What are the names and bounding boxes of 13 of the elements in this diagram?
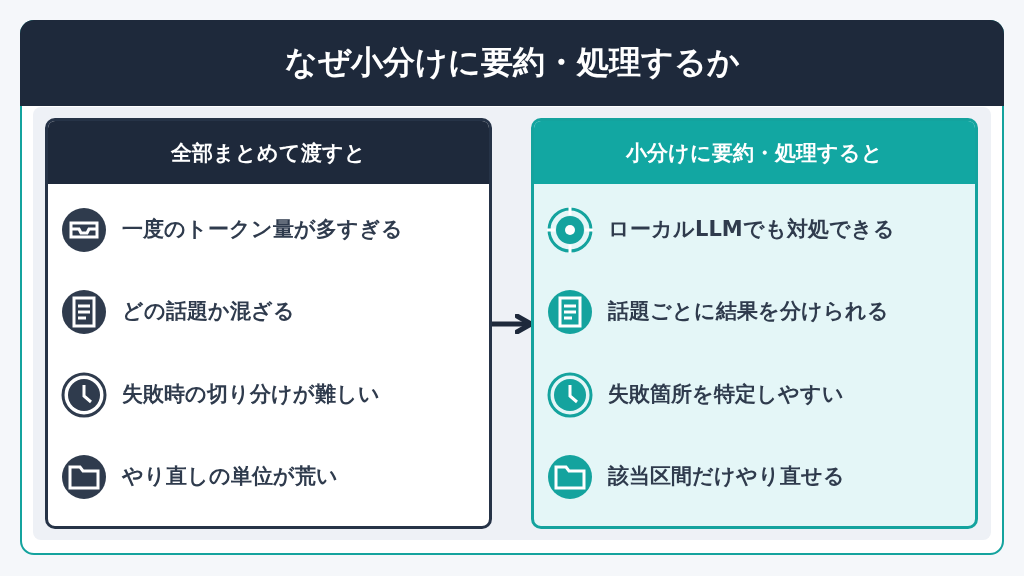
list-item-text: 失敗時の切り分けが難しい: [122, 381, 380, 408]
title-bar: なぜ小分けに要約・処理するか: [20, 20, 1004, 106]
list-item-text: 話題ごとに結果を分けられる: [608, 298, 889, 325]
panel-card: [45, 118, 492, 529]
list-item-text: 失敗箇所を特定しやすい: [608, 381, 844, 408]
list-item-text: やり直しの単位が荒い: [122, 463, 338, 490]
panel-header: 小分けに要約・処理すると: [534, 121, 975, 184]
panel-header: 全部まとめて渡すと: [48, 121, 489, 184]
panel-card: [531, 118, 978, 529]
list-item-text: 該当区間だけやり直せる: [608, 463, 845, 490]
list-item-text: ローカルLLMでも対処できる: [608, 216, 895, 243]
list-item-text: 一度のトークン量が多すぎる: [122, 216, 403, 243]
list-item-text: どの話題か混ざる: [122, 298, 295, 325]
